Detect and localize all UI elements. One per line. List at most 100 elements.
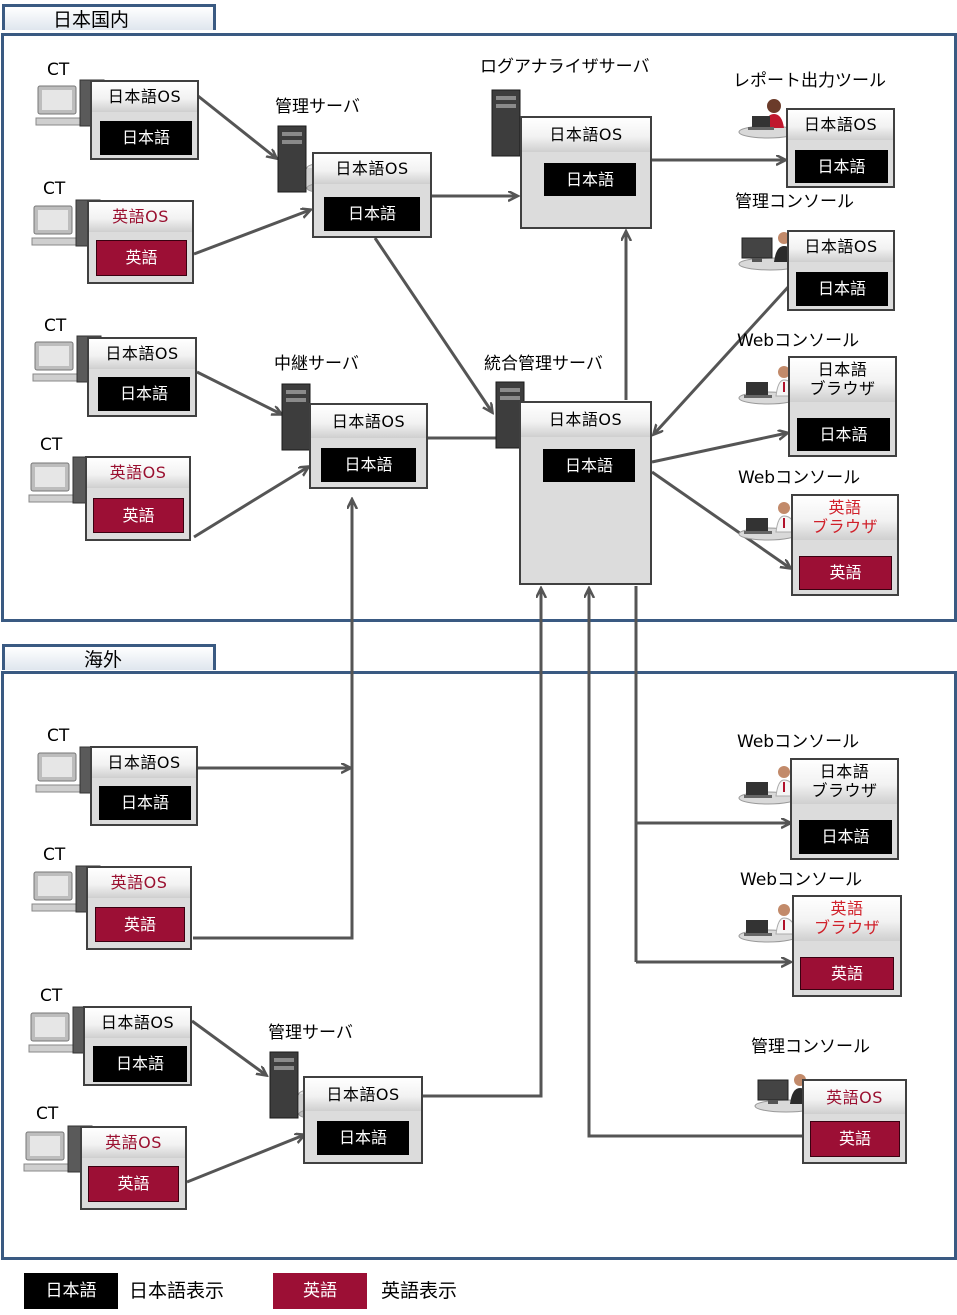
web-console-box: 英語 ブラウザ 英語: [792, 895, 902, 997]
mgmt-console-box: 日本語OS 日本語: [787, 230, 895, 311]
language-label: 日本語: [817, 360, 868, 379]
link-integrated-web2: [651, 470, 790, 568]
display-japanese: 日本語: [317, 1121, 409, 1155]
display-english: 英語: [810, 1121, 900, 1157]
os-header: 英語OS: [88, 868, 190, 898]
display-japanese: 日本語: [543, 449, 635, 482]
legend-japanese-text: 日本語表示: [129, 1280, 225, 1302]
legend-english-swatch: 英語: [273, 1273, 367, 1309]
domestic-tab-label: 日本国内: [52, 9, 129, 31]
ct-box: 日本語OS 日本語: [87, 337, 197, 417]
os-header: 日本語OS: [92, 82, 197, 112]
link-console-integrated: [654, 283, 792, 434]
mgmt-server-label: 管理サーバ: [268, 1023, 353, 1043]
browser-header: 英語 ブラウザ: [793, 496, 897, 540]
mgmt-server-label: 管理サーバ: [275, 97, 360, 117]
browser-label: ブラウザ: [809, 379, 876, 398]
display-japanese: 日本語: [796, 272, 888, 306]
browser-header: 日本語 ブラウザ: [792, 760, 897, 804]
link-ct5-mgmt2: [191, 1019, 266, 1075]
os-header: 日本語OS: [521, 403, 650, 437]
relay-server-box: 日本語OS 日本語: [309, 403, 428, 489]
log-analyzer-label: ログアナライザサーバ: [480, 57, 650, 77]
os-header: 日本語OS: [311, 405, 426, 438]
os-header: 日本語OS: [305, 1078, 421, 1111]
legend-english-text: 英語表示: [381, 1280, 458, 1302]
mgmt-console-label: 管理コンソール: [735, 192, 854, 212]
legend-japanese-swatch: 日本語: [24, 1273, 118, 1309]
mgmt-server-box: 日本語OS 日本語: [303, 1076, 423, 1164]
language-label: 英語: [830, 899, 864, 918]
overseas-tab-label: 海外: [83, 649, 122, 671]
web-console-label: Webコンソール: [738, 468, 861, 488]
display-japanese: 日本語: [100, 121, 192, 155]
ct-label: CT: [36, 1104, 59, 1124]
integrated-server-label: 統合管理サーバ: [484, 354, 603, 374]
os-header: 日本語OS: [314, 154, 430, 184]
display-japanese: 日本語: [98, 377, 190, 411]
os-header: 英語OS: [89, 202, 192, 232]
os-header: 日本語OS: [92, 748, 196, 778]
os-header: 日本語OS: [789, 232, 893, 262]
web-console-label: Webコンソール: [737, 732, 860, 752]
display-japanese: 日本語: [321, 448, 416, 482]
browser-header: 日本語 ブラウザ: [790, 358, 895, 402]
ct-box: 英語OS 英語: [80, 1126, 187, 1210]
display-english: 英語: [799, 556, 892, 590]
woman-at-laptop-icon: [738, 99, 798, 139]
language-label: 英語: [828, 498, 862, 517]
report-tool-box: 日本語OS 日本語: [786, 108, 895, 188]
web-console-box: 日本語 ブラウザ 日本語: [790, 758, 899, 860]
web-console-label: Webコンソール: [737, 331, 860, 351]
browser-label: ブラウザ: [811, 517, 878, 536]
link-console2-integrated: [589, 589, 805, 1138]
ct-label: CT: [40, 986, 63, 1006]
os-header: 英語OS: [804, 1081, 905, 1114]
os-header: 英語OS: [87, 458, 189, 488]
os-header: 英語OS: [82, 1128, 185, 1158]
link-ct2-mgmt: [193, 210, 310, 256]
ct-label: CT: [43, 845, 66, 865]
link-ct6-mgmt2: [186, 1135, 304, 1184]
display-english: 英語: [95, 907, 185, 942]
ct-box: 日本語OS 日本語: [90, 746, 198, 826]
log-analyzer-box: 日本語OS 日本語: [520, 116, 652, 229]
ct-label: CT: [40, 435, 63, 455]
link-ct4-relay: [193, 467, 308, 539]
ct-box: 英語OS 英語: [85, 456, 191, 541]
link-ct3-relay: [196, 370, 281, 414]
display-japanese: 日本語: [93, 1046, 187, 1082]
browser-header: 英語 ブラウザ: [794, 897, 900, 941]
display-japanese: 日本語: [799, 820, 892, 854]
ct-label: CT: [43, 179, 66, 199]
web-console-box: 英語 ブラウザ 英語: [791, 494, 899, 596]
overseas-tab: 海外: [2, 644, 216, 671]
display-english: 英語: [96, 240, 187, 276]
ct-box: 日本語OS 日本語: [83, 1006, 192, 1086]
domestic-tab: 日本国内: [2, 4, 216, 31]
os-header: 日本語OS: [89, 339, 195, 369]
display-japanese: 日本語: [797, 418, 890, 451]
user-at-desk-icon: [754, 1074, 818, 1113]
display-japanese: 日本語: [99, 786, 191, 820]
display-english: 英語: [88, 1166, 179, 1202]
report-tool-label: レポート出力ツール: [733, 71, 886, 91]
display-japanese: 日本語: [324, 197, 420, 231]
os-header: 日本語OS: [85, 1008, 190, 1038]
web-console-label: Webコンソール: [740, 870, 863, 890]
browser-label: ブラウザ: [811, 781, 878, 800]
relay-server-label: 中継サーバ: [274, 354, 359, 374]
link-integrated-web1: [651, 433, 787, 464]
os-header: 日本語OS: [788, 110, 893, 140]
display-english: 英語: [800, 957, 894, 990]
link-mgmt2-integrated: [422, 589, 541, 1098]
mgmt-console-box: 英語OS 英語: [802, 1079, 907, 1164]
link-mgmt-integrated: [373, 237, 492, 412]
language-label: 日本語: [819, 762, 870, 781]
browser-label: ブラウザ: [813, 918, 880, 937]
ct-label: CT: [47, 60, 70, 80]
link-overseas-ct2-relay: [193, 500, 352, 940]
mgmt-server-box: 日本語OS 日本語: [312, 152, 432, 238]
ct-box: 英語OS 英語: [86, 866, 192, 950]
